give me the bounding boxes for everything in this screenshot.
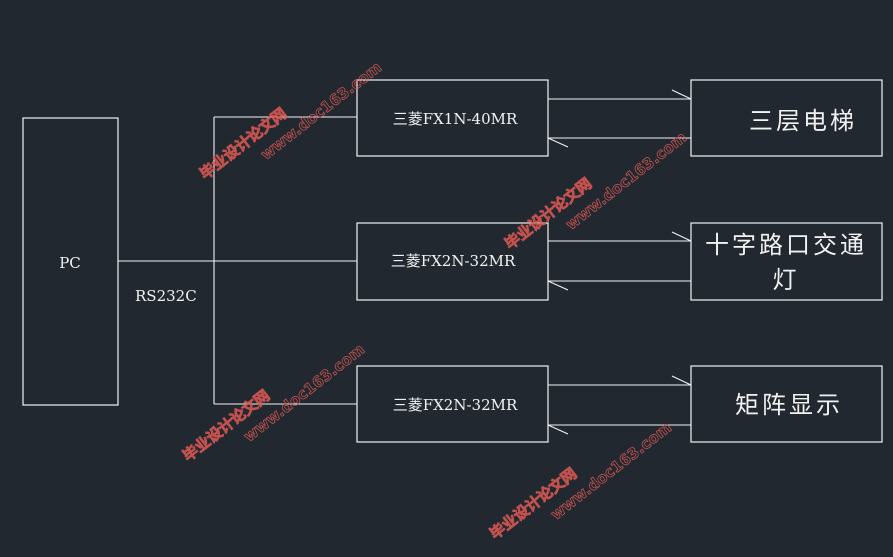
device-2-label-line1: 十字路口交通 bbox=[705, 231, 867, 259]
arrowhead-plc3-to-device3 bbox=[671, 375, 692, 386]
device-2-label-line2: 灯 bbox=[773, 266, 800, 294]
pc-label: PC bbox=[59, 254, 81, 272]
plc-1-label: 三菱FX1N-40MR bbox=[393, 110, 518, 128]
plc-2-box bbox=[356, 222, 549, 301]
watermark-2: 毕业设计论文网 www.doc163.com bbox=[501, 128, 690, 254]
plc-1-box bbox=[356, 79, 549, 157]
device-1-label: 三层电梯 bbox=[749, 107, 857, 135]
watermark-3: 毕业设计论文网 www.doc163.com bbox=[179, 340, 368, 466]
plc-3-label: 三菱FX2N-32MR bbox=[393, 396, 518, 414]
watermark-4: 毕业设计论文网 www.doc163.com bbox=[486, 418, 675, 544]
arrowhead-device2-to-plc2 bbox=[547, 280, 569, 291]
arrowhead-device3-to-plc3 bbox=[547, 424, 569, 435]
plc-2-label: 三菱FX2N-32MR bbox=[391, 252, 516, 270]
arrowhead-plc2-to-device2 bbox=[671, 231, 692, 242]
bus-label: RS232C bbox=[135, 287, 197, 305]
device-2-box bbox=[690, 222, 883, 301]
arrowhead-device1-to-plc1 bbox=[547, 137, 569, 148]
device-3-label: 矩阵显示 bbox=[735, 391, 843, 419]
device-1-box bbox=[690, 79, 883, 157]
arrowhead-plc1-to-device1 bbox=[671, 89, 692, 100]
device-3-box bbox=[690, 365, 883, 443]
plc-3-box bbox=[356, 365, 549, 443]
